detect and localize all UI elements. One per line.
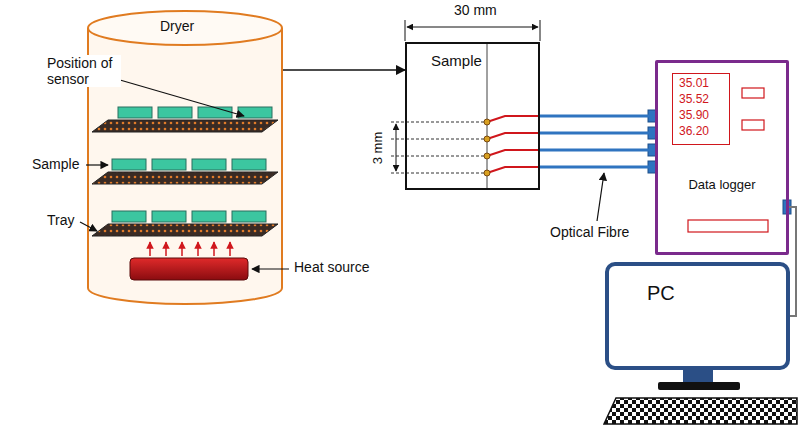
part-label: Heat source bbox=[292, 259, 371, 275]
dimension-lines bbox=[391, 20, 540, 188]
reading-value: 35.52 bbox=[679, 93, 709, 107]
sensors bbox=[484, 119, 490, 176]
pointer-arrow bbox=[283, 69, 405, 71]
trays bbox=[92, 120, 278, 236]
optical-fibre bbox=[540, 166, 655, 169]
reading-value: 36.20 bbox=[679, 125, 709, 139]
leader-lines bbox=[80, 80, 604, 269]
pc-monitor: PC bbox=[605, 262, 790, 370]
reading-value: 35.90 bbox=[679, 109, 709, 123]
dimension-label: 3 mm bbox=[371, 130, 386, 167]
optical-fibre bbox=[540, 115, 655, 118]
part-label: Sample bbox=[30, 156, 81, 172]
device-label: Data logger bbox=[658, 178, 786, 193]
pc-hardware bbox=[604, 370, 797, 424]
optical-fibre bbox=[540, 149, 655, 152]
device-label: PC bbox=[647, 282, 675, 305]
samples bbox=[112, 107, 272, 222]
block-label: Sample bbox=[431, 52, 482, 69]
sample-block: Sample bbox=[405, 42, 540, 190]
sensor-leads bbox=[487, 116, 540, 173]
part-label: Optical Fibre bbox=[548, 224, 631, 240]
vessel-label: Dryer bbox=[160, 18, 194, 34]
part-label: Tray bbox=[45, 212, 76, 228]
dimension-label: 30 mm bbox=[452, 2, 499, 18]
data-cable bbox=[789, 207, 796, 316]
data-logger: Data logger 35.01 35.52 35.90 36.20 bbox=[655, 60, 789, 255]
dryer-vessel: Dryer bbox=[88, 10, 283, 302]
heat-source bbox=[130, 242, 248, 280]
optical-fibre bbox=[540, 132, 655, 135]
reading-value: 35.01 bbox=[679, 77, 709, 91]
part-label: Position of sensor bbox=[45, 55, 121, 87]
logger-display: 35.01 35.52 35.90 36.20 bbox=[672, 73, 730, 145]
